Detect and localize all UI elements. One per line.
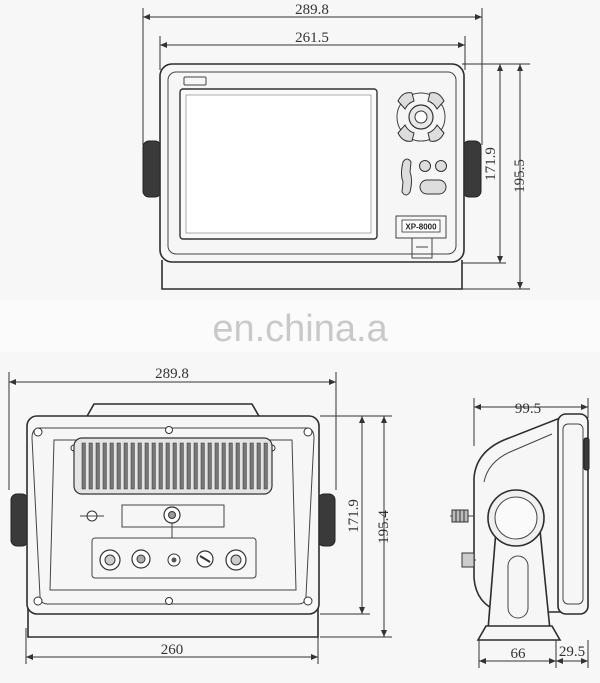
dim-rear-inner-height: 171.9 (346, 499, 362, 533)
heat-sink-fin (221, 442, 226, 490)
dpad-upleft-key (397, 92, 415, 110)
rear-right-knob (317, 493, 336, 547)
heat-sink-fin (144, 442, 149, 490)
dpad-upright-key (427, 92, 445, 110)
model-plate (401, 219, 441, 233)
heat-sink-fin (130, 442, 135, 490)
dim-front-inner-height: 171.9 (483, 147, 499, 181)
front-view: 289.8 261.5 171.9 195.5 (142, 2, 530, 290)
heat-sink-fin (228, 442, 233, 490)
heat-sink-fin (81, 442, 86, 490)
power-key (401, 158, 412, 196)
screw-icon (165, 426, 173, 434)
dim-side-front-depth: 29.5 (559, 644, 585, 660)
rear-handle (85, 403, 261, 419)
side-front-key (583, 437, 590, 471)
screw-icon (303, 427, 313, 437)
screw-icon (165, 597, 173, 605)
heat-sink-fin (102, 442, 107, 490)
side-view: 99.5 66 29.5 (450, 398, 590, 668)
heat-sink-fin (109, 442, 114, 490)
dim-rear-base-width: 260 (161, 642, 184, 658)
rear-inner-contour (31, 427, 315, 605)
connector-power-pin (104, 554, 116, 566)
heat-sink-fin (249, 442, 254, 490)
dim-front-overall-height: 195.5 (512, 159, 528, 193)
side-knob-face (494, 496, 538, 540)
heat-sink-fin (116, 442, 121, 490)
front-screen-inner (185, 94, 372, 234)
heat-sink-fin (151, 442, 156, 490)
screw-icon (33, 427, 43, 437)
cable-plug-icon (461, 552, 475, 568)
front-bezel (167, 71, 457, 255)
ground-stud-core (168, 511, 176, 519)
front-right-knob (462, 140, 482, 198)
screw-icon (303, 596, 313, 606)
connector-aux-pin (171, 557, 177, 563)
side-front-bezel (562, 423, 584, 605)
dpad-downright-key (427, 124, 445, 142)
side-shell-contour (483, 433, 553, 483)
connector-data-key (199, 555, 211, 563)
heat-sink-fins (81, 442, 268, 490)
heat-sink-fin (256, 442, 261, 490)
side-cable-connector-lower (461, 552, 476, 568)
dim-rear-overall-height: 195.4 (376, 510, 392, 544)
heat-sink-fin (200, 442, 205, 490)
side-bracket-slot (507, 555, 529, 619)
heat-sink-fin (186, 442, 191, 490)
side-front-face (557, 413, 589, 615)
dim-side-depth: 99.5 (515, 401, 541, 417)
model-plate-label: XP-8000 (405, 223, 437, 232)
heat-sink-fin (123, 442, 128, 490)
enter-key (419, 179, 447, 195)
heat-sink-fin (137, 442, 142, 490)
heat-sink-fin (235, 442, 240, 490)
heat-sink-fin (214, 442, 219, 490)
rear-view: 289.8 260 171.9 195.4 (8, 366, 392, 664)
heat-sink-fin (158, 442, 163, 490)
dpad-ring (396, 92, 446, 142)
dim-rear-overall-width: 289.8 (155, 366, 189, 382)
heat-sink-fin (193, 442, 198, 490)
watermark-text: en.china.a (212, 308, 388, 350)
side-bracket-base (476, 625, 562, 641)
heat-sink-fin (207, 442, 212, 490)
connector-panel (91, 537, 257, 579)
dim-front-overall-width: 289.8 (295, 2, 329, 18)
front-left-knob (142, 140, 162, 198)
func-key-2 (435, 160, 447, 172)
rear-label-plate (121, 504, 225, 528)
heat-sink-fin (263, 442, 268, 490)
heat-sink-fin (179, 442, 184, 490)
front-bracket-base (161, 260, 463, 290)
dpad-downleft-key (397, 124, 415, 142)
heat-sink-fin (242, 442, 247, 490)
heat-sink-fin (172, 442, 177, 490)
heat-sink-fin (165, 442, 170, 490)
side-cable-connector-upper (450, 509, 474, 523)
func-key-1 (419, 160, 431, 172)
card-slot-latch (411, 237, 433, 259)
dim-side-base-depth: 66 (511, 646, 527, 662)
rear-left-knob (10, 493, 29, 547)
middle-band (0, 300, 600, 352)
rear-connectors (99, 549, 247, 571)
heat-sink-fin (95, 442, 100, 490)
dim-front-bezel-width: 261.5 (295, 30, 329, 46)
dpad-center-key (414, 110, 428, 124)
connector-antenna-pin (136, 554, 146, 564)
heat-sink-fin (88, 442, 93, 490)
screw-icon (33, 596, 43, 606)
connector-nmea-pin (230, 554, 242, 566)
brand-plate (183, 76, 207, 86)
direction-pad (396, 92, 446, 142)
